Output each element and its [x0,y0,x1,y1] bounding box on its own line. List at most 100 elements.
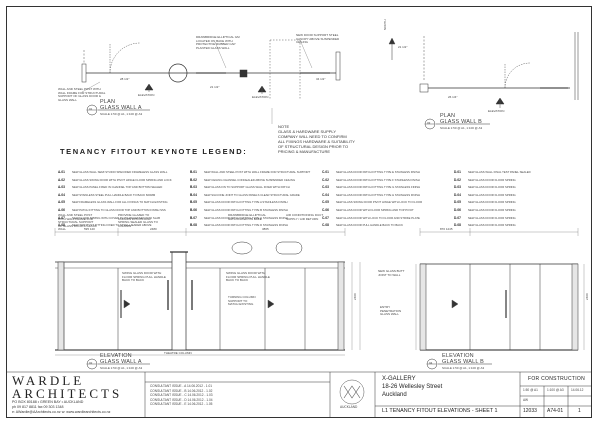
legend-entry: C-03 NEW GLASS DOOR PATCH FITTING TYPE G … [322,175,450,193]
scale-cell-1: 1:50 @ A1 [523,388,538,392]
legend-code: A-04 [58,192,65,197]
revision-item: CONSULTANT ISSUE - C 14.06.2012 - 1.03 [150,393,213,398]
plan-a-elevation-mark-1: ELEVATION [138,93,155,97]
legend-code: A-03 [58,185,65,190]
plan-b-dim-1: 21 1/2" [398,45,408,49]
legend-code: D-06 [454,208,461,212]
elev-b-scale: SCALE 1:50 @ A1, 1:100 @ A3 [442,366,485,370]
main-note-line-1: GLASS & HARDWARE SUPPLY [278,129,337,134]
legend-code: B-03 [190,185,197,190]
legend-code: D-03 [454,185,461,190]
firm-contact-address: PO BOX 80188 • GREEN BAY • AUCKLAND [12,400,84,404]
plan-a-dim-1: 28 1/2" [120,77,130,81]
main-note-line-2: COMPANY WILL NEED TO CONFIRM [278,134,347,139]
plan-a-number: 01 [89,107,93,111]
sheet-number: A74-01 [547,408,564,414]
plan-b-north: NORTH [383,19,387,30]
legend-text: NEW GLASS DOOR FLOOR SPRING [468,215,516,220]
plan-b-title-line2: GLASS WALL B [440,119,483,125]
job-number: 12033 [523,408,537,414]
date-cell: 14.06.12 [571,388,584,392]
firm-logo-line2: ARCHITECTS [12,386,123,401]
elev-a-note-3: DRAWBRIDGE ELLIPTICAL GM LOCATED ON BAKE [228,213,266,221]
stamp-text: AUCKLAND [340,405,358,409]
plan-b-title-line1: PLAN [440,113,456,119]
elev-b-note-2: ENTRY PENETRATION GLASS WALL [380,305,402,316]
main-note: NOTE GLASS & HARDWARE SUPPLY COMPANY WIL… [278,124,373,154]
elev-a-bottom-label: THEATRE COLUMN [164,351,192,355]
drawing-sheet-border [6,6,592,418]
main-note-line-3: ALL FIXINGS HARDWARE & SUITABILITY [278,139,355,144]
legend-code: D-04 [454,192,461,197]
revision-item: CONSULTANT ISSUE - D 14.06.2012 - 1.04 [150,397,213,402]
legend-entry: D-04 NEW GLASS DOOR FLOOR SPRING [454,183,582,201]
plan-a-scale: SCALE 1:50 @ A1, 1:100 @ A3 [100,112,143,116]
legend-code: A-05 [58,200,65,205]
legend-code: C-03 [322,185,329,190]
legend-text: NEW GLASS DOOR PULL HANDLE BACK TO BACK [336,223,403,228]
legend-text: NEW GLASS WALL SEMI STUDIO SPECIFIED FRA… [72,170,168,174]
legend-text: NEW GLASS DOOR PATCH FITTING TYPE B STAI… [204,208,288,212]
project-name: X-GALLERY [382,376,416,382]
revision-item: CONSULTANT ISSUE - E 14.06.2012 - 1.05 [150,402,213,407]
legend-code: D-07 [454,215,461,220]
legend-text: NEW GLASS DOOR PATCH FITTING TYPE G STAI… [336,185,421,190]
legend-text: NEW GLASS DOOR FLOOR SPRING [468,185,516,190]
plan-glass-wall-a [81,39,341,116]
main-note-line-5: PRICING & MANUFACTURE [278,149,331,154]
legend-code: C-08 [322,223,329,228]
legend-code: A-07 [58,215,65,220]
legend-code: A-01 [58,170,65,174]
elev-b-note-1: NEW GLASS BUTT JOINT TO WALL [378,269,405,277]
legend-code: B-08 [190,223,197,228]
legend-text: NEW GLASS DOOR PATCH FITTING TYPE C STAI… [204,215,289,220]
legend-text: NEW GLASS DOOR PATCH FITTING TYPE D STAI… [204,223,289,228]
legend-text: NEW GLASS DOOR FLOOR SPRING [468,223,516,228]
legend-code: C-07 [322,215,329,220]
elevation-glass-wall-b [415,228,585,370]
legend-text: NEW GLASS PANEL FIXED IN CHANNEL TOP AND… [72,185,163,190]
elev-a-scale: SCALE 1:50 @ A1, 1:100 @ A3 [100,366,143,370]
plan-glass-wall-b [388,32,579,130]
legend-code: D-02 [454,177,461,182]
legend-entry: B-01 NEW WALL AND STEEL POST WITH WALL FR… [190,160,318,178]
drawn-by: AW [523,398,529,402]
legend-code: C-02 [322,177,329,182]
elev-a-dim-2: 2480 [150,227,157,231]
legend-text: NEW TOP PIVOT FITTING FIXED TO STEEL HEA… [72,223,152,228]
elev-b-dim-1: 870 1245 [440,227,453,231]
legend-entry: A-01 NEW GLASS WALL SEMI STUDIO SPECIFIED… [58,160,186,178]
legend-code: C-01 [322,170,329,174]
legend-text: NEW GLASS WALL FINAL TEST PANEL SEALED [468,170,531,174]
plan-a-title-line1: PLAN [100,99,116,105]
legend-code: B-01 [190,170,197,174]
legend-code: B-02 [190,177,197,182]
elev-a-title-line1: ELEVATION [100,353,132,359]
legend-code: D-05 [454,200,461,205]
legend-text: NEW SILICONE JOINT TO GLASS PANELS CLEAR… [204,192,300,197]
plan-a-note-drawbridge: DRAWBRIDGE ELLIPTICAL GM LOCATED ON BAKE… [196,35,240,50]
elev-b-dim-2: 2400 [585,293,589,300]
legend-entry: D-02 NEW GLASS DOOR FLOOR SPRING [454,168,582,186]
plan-a-note-wall-post: WALL AND STEEL POST WITH WALL FRAME FOR … [58,87,106,102]
elev-b-title-line2: GLASS WALL B [442,359,485,365]
legend-code: B-04 [190,192,197,197]
legend-text: NEW WALL AND STEEL POST WITH WALL FRAME … [204,170,311,174]
legend-text: NEW GLASS DOOR FLOOR SPRING [468,177,516,182]
plan-b-elevation-mark: ELEVATION [488,109,505,113]
elev-a-note-1: WALL AND STEEL POST WITH WALL FRAME FOR … [58,213,97,231]
